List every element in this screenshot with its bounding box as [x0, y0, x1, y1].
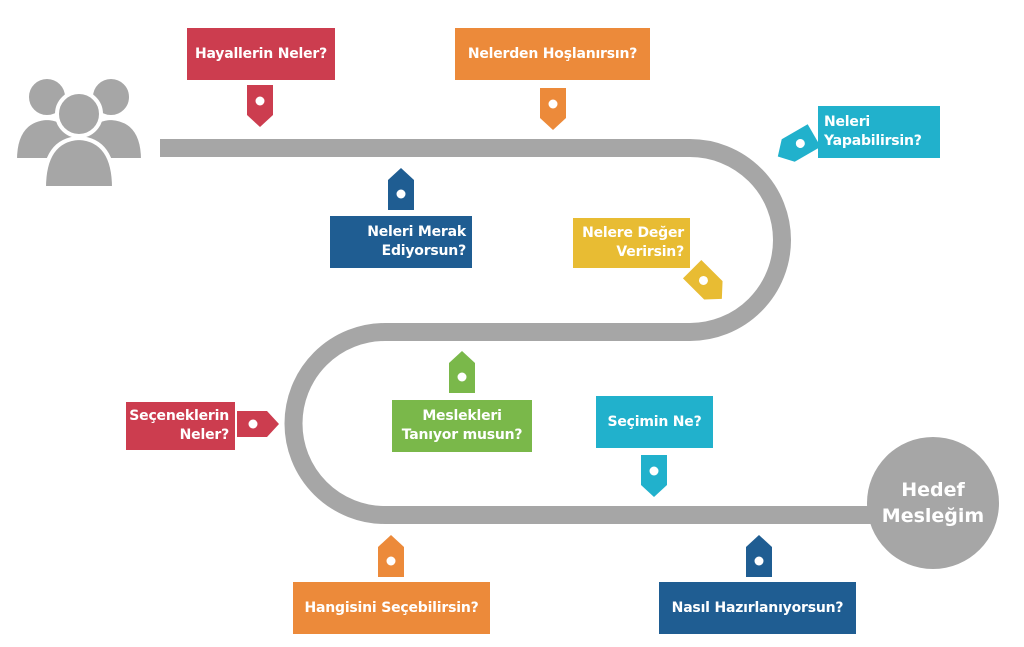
step-text: Nelerden Hoşlanırsın? [467, 45, 638, 62]
step-label: Seçimin Ne? [596, 396, 713, 448]
step-text: Neler? [179, 427, 230, 443]
pin-icon [641, 455, 667, 497]
road-path [160, 139, 900, 524]
step-label: Nelerden Hoşlanırsın? [455, 28, 650, 80]
step-text: Neleri [824, 114, 871, 130]
step-label: Hangisini Seçebilirsin? [293, 582, 490, 634]
goal-text: Mesleğim [881, 505, 985, 527]
step-text: Yapabilirsin? [824, 133, 922, 149]
step-text: Nelere Değer [582, 225, 684, 241]
pin-icon [237, 411, 279, 437]
step-text: Nasıl Hazırlanıyorsun? [671, 599, 844, 616]
goal-text: Hedef [901, 479, 965, 501]
step-text: Seçimin Ne? [607, 413, 702, 430]
pin-icon [388, 168, 414, 210]
pin-icon [449, 351, 475, 393]
step-label: Nasıl Hazırlanıyorsun? [659, 582, 856, 634]
step-text: Hangisini Seçebilirsin? [304, 599, 479, 616]
step-text: Meslekleri [422, 408, 502, 424]
step-label: Hayallerin Neler? [187, 28, 335, 80]
step-text: Ediyorsun? [381, 243, 467, 259]
step-text: Tanıyor musun? [401, 427, 523, 443]
pin-icon [682, 259, 732, 309]
goal-circle: Hedef Mesleğim [867, 437, 999, 569]
pin-icon [540, 88, 566, 130]
step-text: Seçeneklerin [129, 408, 229, 424]
pin-icon [771, 124, 821, 168]
pin-icon [378, 535, 404, 577]
step-text: Hayallerin Neler? [194, 45, 328, 62]
pin-icon [746, 535, 772, 577]
people-group-icon [12, 75, 146, 190]
step-text: Neleri Merak [367, 224, 466, 240]
step-text: Verirsin? [616, 244, 684, 260]
pin-icon [247, 85, 273, 127]
